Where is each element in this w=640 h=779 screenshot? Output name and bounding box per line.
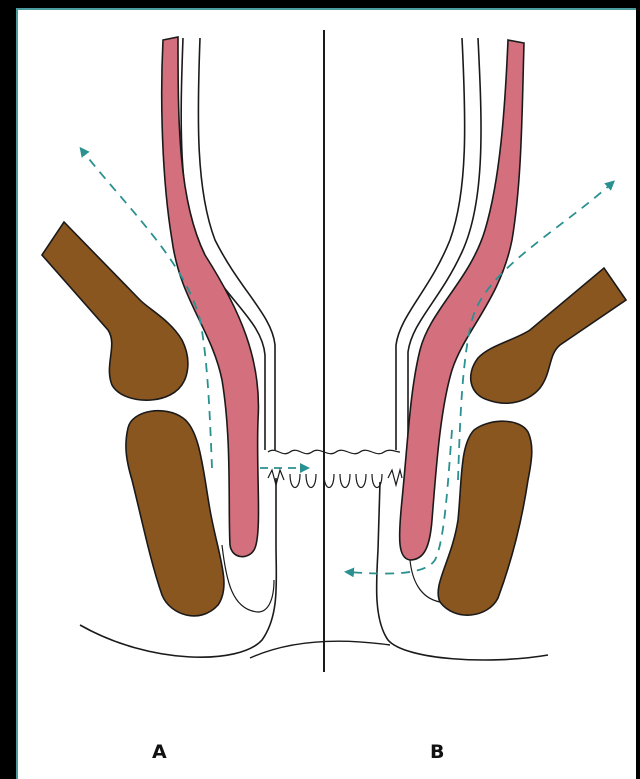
bone-lower-a <box>126 411 224 616</box>
label-b: B <box>430 741 444 763</box>
bone-lower-b <box>438 421 532 615</box>
anal-crypts <box>268 470 402 488</box>
canal-lower-b <box>410 560 440 602</box>
label-a: A <box>152 741 167 763</box>
bone-upper-a <box>42 222 188 400</box>
perineum-contour <box>250 641 390 658</box>
dentate-line <box>268 450 400 454</box>
